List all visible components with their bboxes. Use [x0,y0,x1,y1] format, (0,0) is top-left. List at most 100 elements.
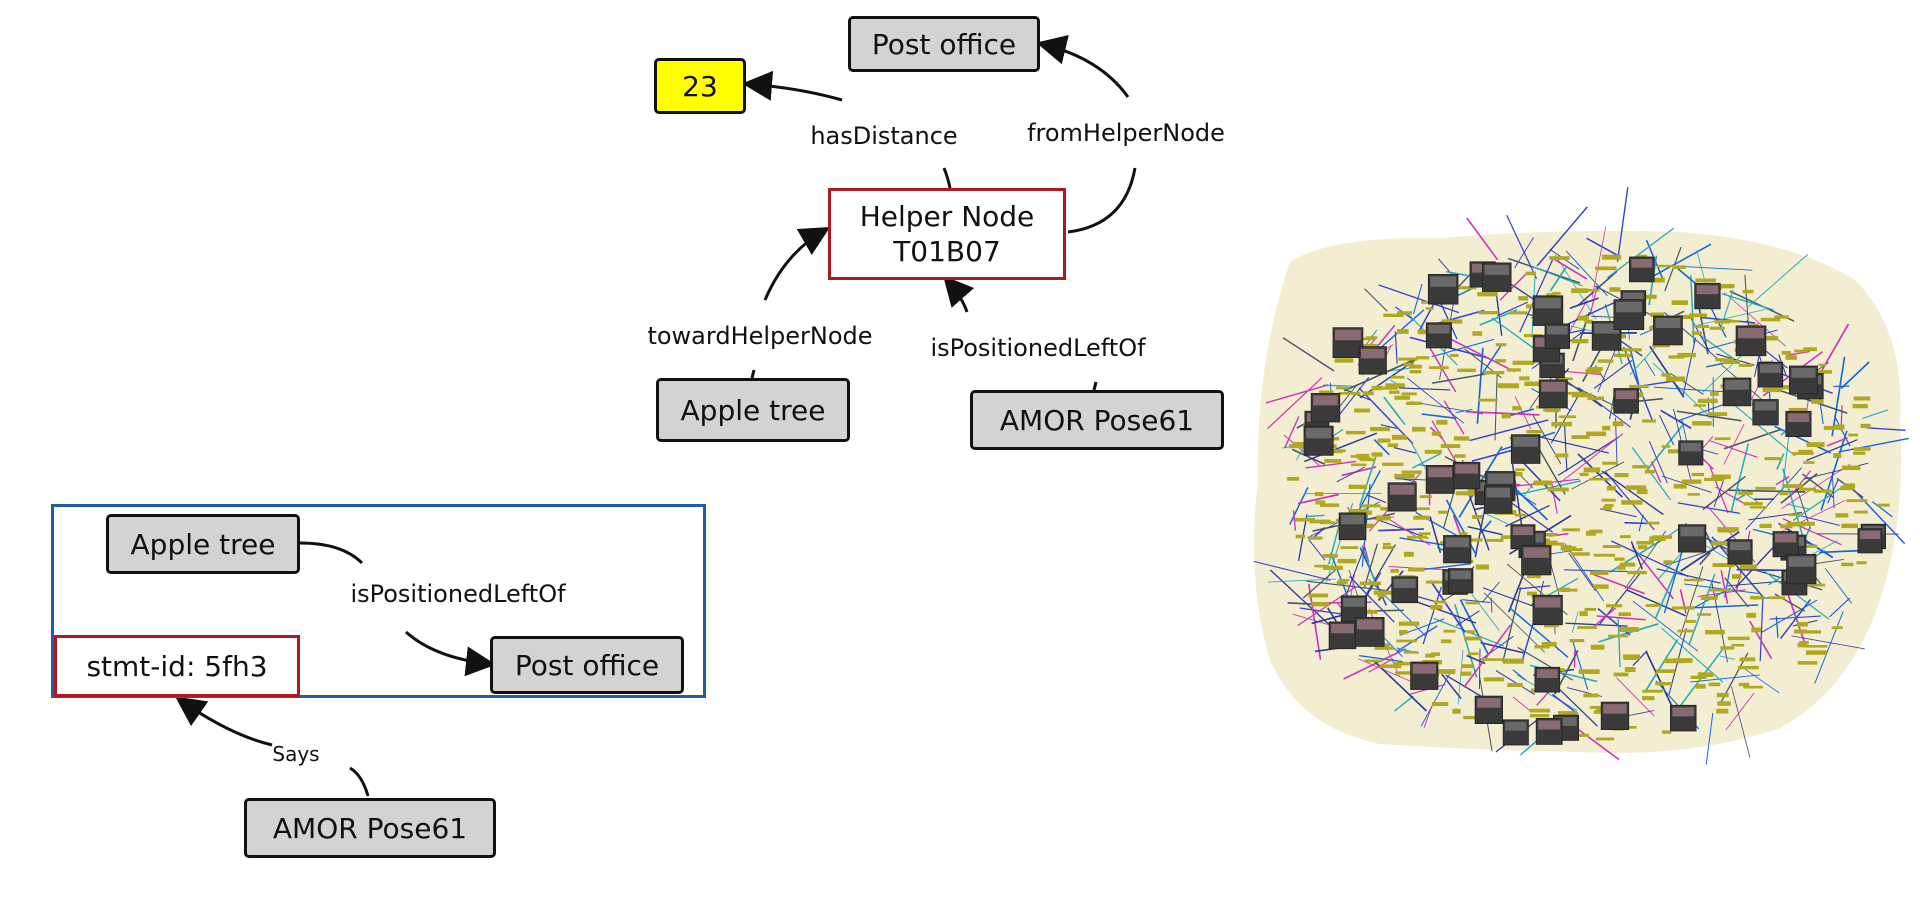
edge-says-to-statement [175,696,273,747]
overview-label-tag [1802,630,1822,634]
overview-label-tag [1844,483,1856,488]
apple-tree-node: Apple tree [656,378,850,442]
overview-edge [1284,416,1300,448]
edge-toward-helper-node-from-apple-tree [750,369,756,379]
overview-label-tag [1684,578,1704,582]
overview-edge [1659,414,1675,446]
overview-edge [1441,673,1462,700]
overview-label-tag [1642,696,1655,701]
overview-edge [1431,338,1495,358]
overview-label-tag [1811,399,1824,404]
overview-label-tag [1413,515,1430,520]
overview-edge [1307,514,1325,518]
overview-label-tag [1661,373,1672,377]
overview-label-tag [1689,313,1708,318]
overview-edge [1571,611,1579,633]
overview-edge [1412,452,1441,469]
overview-label-tag [1743,685,1763,689]
overview-label-tag [1690,675,1707,679]
overview-edge [1554,254,1597,320]
overview-edge [1512,669,1527,681]
overview-edge [1420,671,1452,727]
overview-edge [1517,646,1574,681]
overview-label-tag [1465,538,1483,542]
overview-label-tag [1677,629,1695,633]
overview-label-tag [1501,413,1511,419]
overview-edge [1480,641,1524,654]
overview-thumbnail [1789,365,1818,395]
overview-label-tag [1852,404,1868,409]
overview-label-tag [1671,300,1688,305]
overview-edge [1682,337,1697,398]
overview-edge [1749,620,1773,660]
overview-label-tag [1338,392,1361,395]
overview-label-tag [1557,588,1578,592]
overview-edge [1626,589,1686,617]
overview-label-tag [1483,677,1505,682]
overview-thumbnail [1857,528,1883,554]
overview-label-tag [1834,424,1845,430]
overview-label-tag [1856,561,1867,565]
overview-label-tag [1664,658,1685,664]
overview-label-tag [1571,339,1589,344]
apple-tree-label: Apple tree [680,393,826,427]
overview-label-tag [1877,503,1890,507]
overview-edge [1792,483,1847,521]
overview-label-tag [1692,421,1712,426]
overview-label-tag [1835,513,1849,518]
overview-label-tag [1632,465,1649,469]
overview-label-tag [1714,437,1731,441]
overview-label-tag [1645,604,1660,607]
overview-label-tag [1506,368,1521,372]
overview-label-tag [1794,629,1807,634]
overview-edge [1661,475,1712,493]
overview-label-tag [1348,484,1368,489]
overview-image-thumbnails [1303,256,1886,746]
overview-label-tag [1691,472,1704,477]
overview-edge [1743,667,1780,694]
overview-label-tag [1455,491,1477,496]
overview-label-tag [1794,349,1806,353]
overview-edge [1476,347,1484,424]
overview-label-tag [1595,737,1614,741]
overview-label-tag [1644,470,1655,474]
overview-edge [1732,403,1796,457]
overview-thumbnail [1502,719,1529,746]
overview-thumbnail [1757,361,1784,388]
overview-label-tag [1409,364,1422,369]
overview-edge [1423,703,1434,728]
overview-label-tag [1308,593,1329,598]
overview-label-tag [1399,630,1408,635]
overview-edge [1680,531,1740,572]
overview-label-tag [1478,311,1499,315]
overview-label-tag [1379,664,1402,669]
overview-edge [1323,384,1353,387]
overview-label-tag [1571,392,1592,398]
overview-thumbnail [1653,315,1683,346]
overview-edge [1657,552,1683,580]
overview-edge [1429,580,1466,633]
overview-label-tag [1428,366,1449,370]
overview-edge [1341,466,1377,477]
overview-edge [1336,377,1370,419]
overview-label-tag [1589,570,1609,575]
overview-thumbnail [1482,262,1512,292]
overview-label-tag [1441,319,1463,324]
overview-label-tag [1823,425,1843,430]
overview-edge [1629,346,1640,385]
overview-edge [1660,409,1692,430]
overview-label-tag [1378,386,1399,390]
overview-edge [1305,460,1357,469]
helper-node-id: T01B07 [893,235,1001,268]
overview-label-tag [1419,532,1431,536]
overview-edge [1648,440,1668,484]
overview-label-tag [1760,317,1781,322]
overview-label-tag [1799,641,1809,645]
post-office-node: Post office [848,16,1040,72]
overview-edge [1519,255,1555,333]
overview-edge [1702,475,1746,511]
overview-label-tag [1583,693,1599,698]
overview-edge [1677,402,1728,422]
overview-edge [1759,595,1764,662]
